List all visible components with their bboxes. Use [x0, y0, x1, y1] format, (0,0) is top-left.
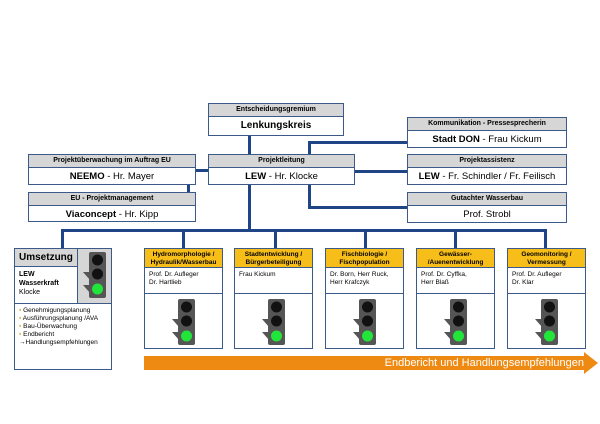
- connector: [355, 170, 407, 173]
- task-final: →Handlungsempfehlungen: [19, 339, 98, 346]
- task-item: ▪ Ausführungsplanung /AVA: [19, 315, 99, 322]
- kommunikation-box: Kommunikation - Pressesprecherin Stadt D…: [407, 117, 567, 148]
- card-title: Geomonitoring / Vermessung: [508, 249, 585, 268]
- eu-projektmanagement-box: EU - Projektmanagement Viaconcept - Hr. …: [28, 192, 196, 222]
- box-header: Entscheidungsgremium: [209, 104, 343, 117]
- box-body: NEEMO - Hr. Mayer: [29, 168, 195, 186]
- task-item: ▪ Bau-Überwachung: [19, 323, 77, 330]
- box-body: Lenkungskreis: [240, 120, 312, 131]
- connector: [248, 185, 251, 231]
- box-body: Viaconcept - Hr. Kipp: [29, 206, 195, 224]
- traffic-light-cell: [78, 249, 111, 303]
- card-title: Hydromorphologie / Hydraulik/Wasserbau: [145, 249, 222, 268]
- box-header: Projektleitung: [209, 155, 354, 168]
- umsetzung-box: Umsetzung LEW Wasserkraft Klocke ▪ Geneh…: [14, 248, 112, 370]
- card-names: Prof. Dr. Cyffka, Herr Blaß: [417, 268, 494, 294]
- traffic-light-icon: [443, 299, 467, 345]
- box-header: EU - Projektmanagement: [29, 193, 195, 206]
- umsetzung-person: Klocke: [19, 289, 41, 296]
- box-body: LEW - Fr. Schindler / Fr. Feilisch: [408, 168, 566, 186]
- connector: [196, 169, 208, 172]
- connector: [308, 141, 311, 154]
- connector: [308, 206, 407, 209]
- traffic-light-icon: [171, 299, 195, 345]
- card-title: Gewässer- /Auenentwicklung: [417, 249, 494, 268]
- card-title: Stadtentwicklung / Bürgerbeteiligung: [235, 249, 312, 268]
- card-names: Prof. Dr. Aufleger Dr. Hartlieb: [145, 268, 222, 294]
- task-item: ▪ Endbericht: [19, 331, 55, 338]
- person: - Hr. Mayer: [104, 171, 155, 182]
- umsetzung-org: LEW: [19, 271, 35, 278]
- task-list: ▪ Genehmigungsplanung ▪ Ausführungsplanu…: [15, 307, 111, 347]
- org: Viaconcept: [65, 209, 117, 220]
- gutachter-box: Gutachter Wasserbau Prof. Strobl: [407, 192, 567, 223]
- arrow-endbericht: [144, 352, 598, 374]
- arrow-label: Endbericht und Handlungsempfehlungen: [384, 357, 584, 369]
- org: NEEMO: [69, 171, 105, 182]
- traffic-light-icon: [352, 299, 376, 345]
- connector: [308, 185, 311, 208]
- org: Stadt DON: [432, 134, 480, 145]
- box-header: Kommunikation - Pressesprecherin: [408, 118, 566, 131]
- lenkungskreis-box: Entscheidungsgremium Lenkungskreis: [208, 103, 344, 136]
- box-header: Projektüberwachung im Auftrag EU: [29, 155, 195, 168]
- card-names: Prof. Dr. Aufleger Dr. Klar: [508, 268, 585, 294]
- person: - Frau Kickum: [479, 134, 542, 145]
- umsetzung-title: Umsetzung: [15, 249, 77, 267]
- card-names: Frau Kickum: [235, 268, 312, 294]
- box-header: Gutachter Wasserbau: [408, 193, 566, 206]
- connector: [182, 229, 185, 248]
- projektassistenz-box: Projektassistenz LEW - Fr. Schindler / F…: [407, 154, 567, 185]
- traffic-light-icon: [261, 299, 285, 345]
- connector: [544, 229, 547, 248]
- traffic-light-icon: [82, 252, 106, 298]
- task-item: ▪ Genehmigungsplanung: [19, 307, 91, 314]
- person: - Hr. Kipp: [116, 209, 159, 220]
- org: LEW: [418, 171, 440, 182]
- connector: [364, 229, 367, 248]
- connector: [274, 229, 277, 248]
- org: LEW: [245, 171, 267, 182]
- card-names: Dr. Born, Herr Ruck, Herr Krafczyk: [326, 268, 403, 294]
- projektleitung-box: Projektleitung LEW - Hr. Klocke: [208, 154, 355, 185]
- box-body: Prof. Strobl: [463, 209, 511, 220]
- connector: [308, 141, 407, 144]
- connector: [248, 136, 251, 154]
- projektueberwachung-box: Projektüberwachung im Auftrag EU NEEMO -…: [28, 154, 196, 185]
- umsetzung-org: Wasserkraft: [19, 280, 59, 287]
- connector: [454, 229, 457, 248]
- card-title: Fischbiologie / Fischpopulation: [326, 249, 403, 268]
- box-header: Projektassistenz: [408, 155, 566, 168]
- box-body: LEW - Hr. Klocke: [209, 168, 354, 186]
- connector: [61, 229, 64, 248]
- traffic-light-icon: [534, 299, 558, 345]
- box-body: Stadt DON - Frau Kickum: [408, 131, 566, 149]
- bus-line: [61, 229, 547, 232]
- person: - Fr. Schindler / Fr. Feilisch: [439, 171, 556, 182]
- person: - Hr. Klocke: [266, 171, 318, 182]
